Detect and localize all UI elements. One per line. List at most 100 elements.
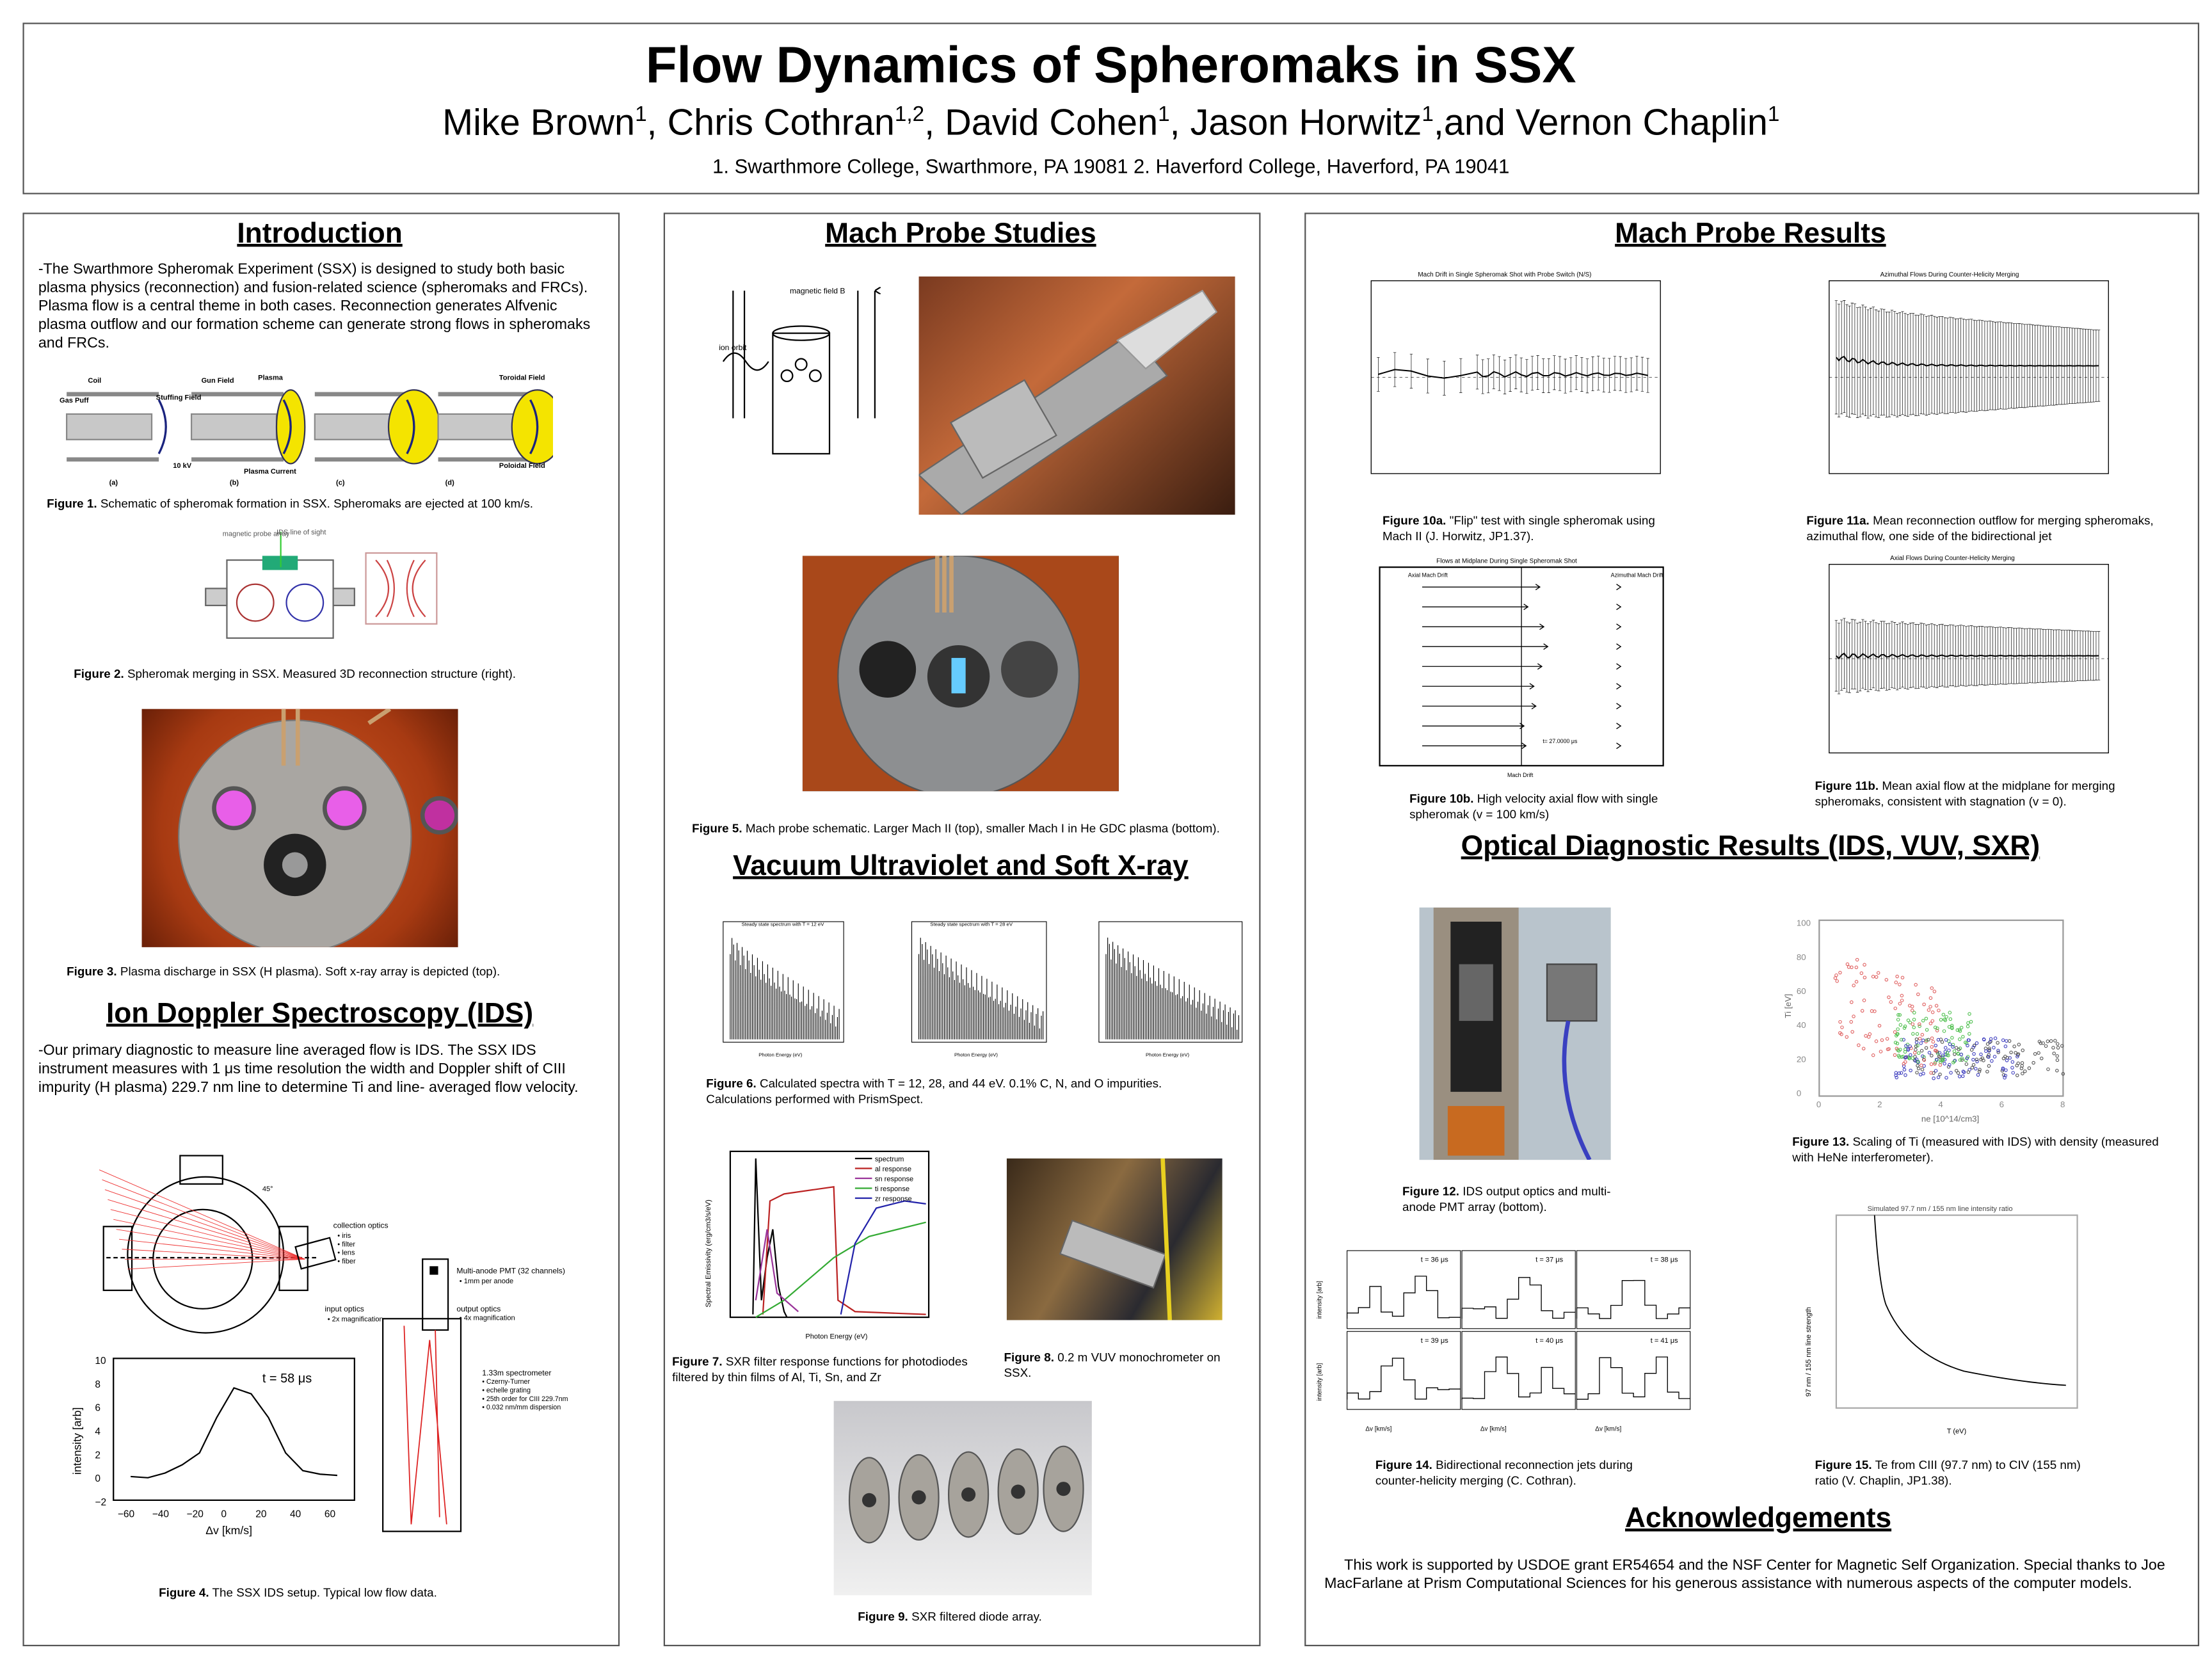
fig7-xlabel: Photon Energy (eV) bbox=[805, 1333, 867, 1340]
fig1-label: (a) bbox=[109, 479, 118, 487]
figure-9-diode-array-photo bbox=[833, 1400, 1092, 1596]
fig1-label: (b) bbox=[230, 479, 239, 487]
xtick: 60 bbox=[325, 1509, 336, 1519]
plot-title: Flows at Midplane During Single Spheroma… bbox=[1436, 558, 1577, 565]
spectrum-title: Steady state spectrum with T = 28 eV bbox=[930, 922, 1013, 927]
spectrometer-label: 1.33m spectrometer bbox=[482, 1368, 551, 1377]
figure-3-caption: Figure 3. Plasma discharge in SSX (H pla… bbox=[67, 964, 501, 979]
collection-item: • fiber bbox=[337, 1258, 356, 1265]
author-list: Mike Brown1, Chris Cothran1,2, David Coh… bbox=[24, 100, 2198, 145]
plot-title: Azimuthal Flows During Counter-Helicity … bbox=[1880, 271, 2019, 278]
fig1-label: Toroidal Field bbox=[499, 374, 545, 382]
fig1-label: (c) bbox=[336, 479, 345, 487]
figure-10a-plot: Mach Drift in Single Spheromak Shot with… bbox=[1354, 266, 1669, 490]
fig1-label: Gas Puff bbox=[60, 397, 89, 405]
figure-9-caption: Figure 9. SXR filtered diode array. bbox=[858, 1609, 1042, 1624]
ylabel: intensity [arb] bbox=[1317, 1363, 1324, 1400]
mach-probe-photo-large bbox=[918, 276, 1235, 515]
ytick: 0 bbox=[95, 1473, 100, 1484]
plot-time: t = 58 μs bbox=[262, 1372, 312, 1386]
spectrometer-label: • Czerny-Turner bbox=[482, 1378, 530, 1386]
xlabel: ne [10^14/cm3] bbox=[1921, 1114, 1979, 1123]
collection-item: • iris bbox=[337, 1232, 351, 1240]
plot-title: Mach Drift in Single Spheromak Shot with… bbox=[1418, 271, 1591, 278]
xtick: 20 bbox=[255, 1509, 267, 1519]
figure-12-caption: Figure 12. IDS output optics and multi-a… bbox=[1402, 1183, 1611, 1214]
affiliations: 1. Swarthmore College, Swarthmore, PA 19… bbox=[712, 154, 1510, 177]
ytick: −2 bbox=[95, 1497, 106, 1508]
spectrometer-label: • 0.032 nm/mm dispersion bbox=[482, 1404, 561, 1411]
fig2-label: magnetic probe array bbox=[223, 530, 290, 538]
spectrum-plot-44ev: Photon Energy (eV) bbox=[1078, 915, 1256, 1064]
figure-6-caption: Figure 6. Calculated spectra with T = 12… bbox=[706, 1076, 1162, 1106]
spectrum-xlabel: Photon Energy (eV) bbox=[954, 1052, 998, 1057]
author: , Jason Horwitz1 bbox=[1169, 100, 1434, 143]
axial-label: Axial Mach Drift bbox=[1408, 572, 1448, 579]
figure-13-caption: Figure 13. Scaling of Ti (measured with … bbox=[1792, 1134, 2159, 1164]
spectrum-plot-28ev: Steady state spectrum with T = 28 eV Phot… bbox=[890, 915, 1061, 1064]
results-heading: Mach Probe Results bbox=[1615, 218, 1886, 250]
poster-title: Flow Dynamics of Spheromaks in SSX bbox=[645, 35, 1576, 94]
xlabel: T (eV) bbox=[1947, 1428, 1967, 1436]
ylabel: Ti [eV] bbox=[1783, 994, 1793, 1018]
header-panel: Flow Dynamics of Spheromaks in SSX Mike … bbox=[22, 22, 2200, 195]
ytick: 100 bbox=[1797, 918, 1811, 928]
xlabel: Δv [km/s] bbox=[1365, 1425, 1391, 1432]
pmt-item: • 1mm per anode bbox=[460, 1278, 513, 1285]
xtick: 8 bbox=[2060, 1100, 2065, 1109]
figure-14-jet-plots: intensity [arb] intensity [arb] Δv [km/s… bbox=[1316, 1245, 1699, 1432]
xtick: 6 bbox=[2000, 1100, 2004, 1109]
figure-7-caption: Figure 7. SXR filter response functions … bbox=[672, 1354, 968, 1384]
plot-title: Axial Flows During Counter-Helicity Merg… bbox=[1890, 555, 2015, 562]
ack-text: This work is supported by USDOE grant ER… bbox=[1324, 1557, 2165, 1592]
panel-time: t = 38 μs bbox=[1651, 1256, 1678, 1264]
fig1-label: (d) bbox=[445, 479, 454, 487]
time-label: t= 27.0000 μs bbox=[1543, 738, 1578, 744]
legend-entry: sn response bbox=[875, 1175, 913, 1183]
collection-label: collection optics bbox=[333, 1221, 389, 1230]
ytick: 4 bbox=[95, 1427, 100, 1438]
optical-heading: Optical Diagnostic Results (IDS, VUV, SX… bbox=[1461, 831, 2040, 862]
panel-time: t = 41 μs bbox=[1651, 1337, 1678, 1345]
figure-11a-caption: Figure 11a. Mean reconnection outflow fo… bbox=[1806, 513, 2154, 543]
xtick: 40 bbox=[290, 1509, 301, 1519]
ytick: 60 bbox=[1797, 986, 1806, 996]
figure-15-caption: Figure 15. Te from CIII (97.7 nm) to CIV… bbox=[1815, 1457, 2081, 1487]
figure-4-ids-setup: 45° collection optics • iris • filter • … bbox=[64, 1148, 603, 1552]
figure-14-caption: Figure 14. Bidirectional reconnection je… bbox=[1375, 1457, 1633, 1487]
xtick: 0 bbox=[1816, 1100, 1821, 1109]
intro-text: -The Swarthmore Spheromak Experiment (SS… bbox=[38, 260, 591, 352]
schematic-label: magnetic field B bbox=[790, 287, 846, 296]
xtick: −60 bbox=[118, 1509, 135, 1519]
fig1-label: Plasma Current bbox=[244, 468, 296, 476]
plot-title: Simulated 97.7 nm / 155 nm line intensit… bbox=[1868, 1205, 2013, 1213]
collection-item: • filter bbox=[337, 1240, 355, 1248]
spectrum-xlabel: Photon Energy (eV) bbox=[1146, 1052, 1189, 1057]
fig1-label: 10 kV bbox=[173, 462, 192, 470]
panel-time: t = 40 μs bbox=[1535, 1337, 1563, 1345]
figure-10b-plot: Flows at Midplane During Single Spheroma… bbox=[1358, 553, 1670, 780]
input-item: • 2x magnification bbox=[328, 1316, 383, 1324]
panel-time: t = 39 μs bbox=[1421, 1337, 1448, 1345]
author: ,and Vernon Chaplin1 bbox=[1433, 100, 1780, 143]
ytick: 80 bbox=[1797, 952, 1806, 962]
figure-2-caption: Figure 2. Spheromak merging in SSX. Meas… bbox=[74, 666, 517, 681]
schematic-label: ion orbit bbox=[719, 343, 747, 352]
ack-heading: Acknowledgements bbox=[1624, 1503, 1892, 1535]
angle-label: 45° bbox=[262, 1185, 273, 1193]
ytick: 2 bbox=[95, 1450, 100, 1461]
xlabel: Δv [km/s] bbox=[1595, 1425, 1621, 1432]
figure-5-mach-schematic: magnetic field B ion orbit bbox=[716, 276, 901, 468]
legend-entry: zr response bbox=[875, 1195, 912, 1203]
fig1-label: Coil bbox=[88, 377, 101, 385]
mach-heading: Mach Probe Studies bbox=[825, 218, 1096, 250]
figure-11b-plot: Axial Flows During Counter-Helicity Merg… bbox=[1812, 550, 2117, 770]
ytick: 10 bbox=[95, 1356, 106, 1366]
legend-entry: spectrum bbox=[875, 1155, 904, 1163]
mach-probe-photo-small bbox=[802, 556, 1119, 792]
ytick: 20 bbox=[1797, 1054, 1806, 1064]
author: , David Cohen1 bbox=[924, 100, 1170, 143]
